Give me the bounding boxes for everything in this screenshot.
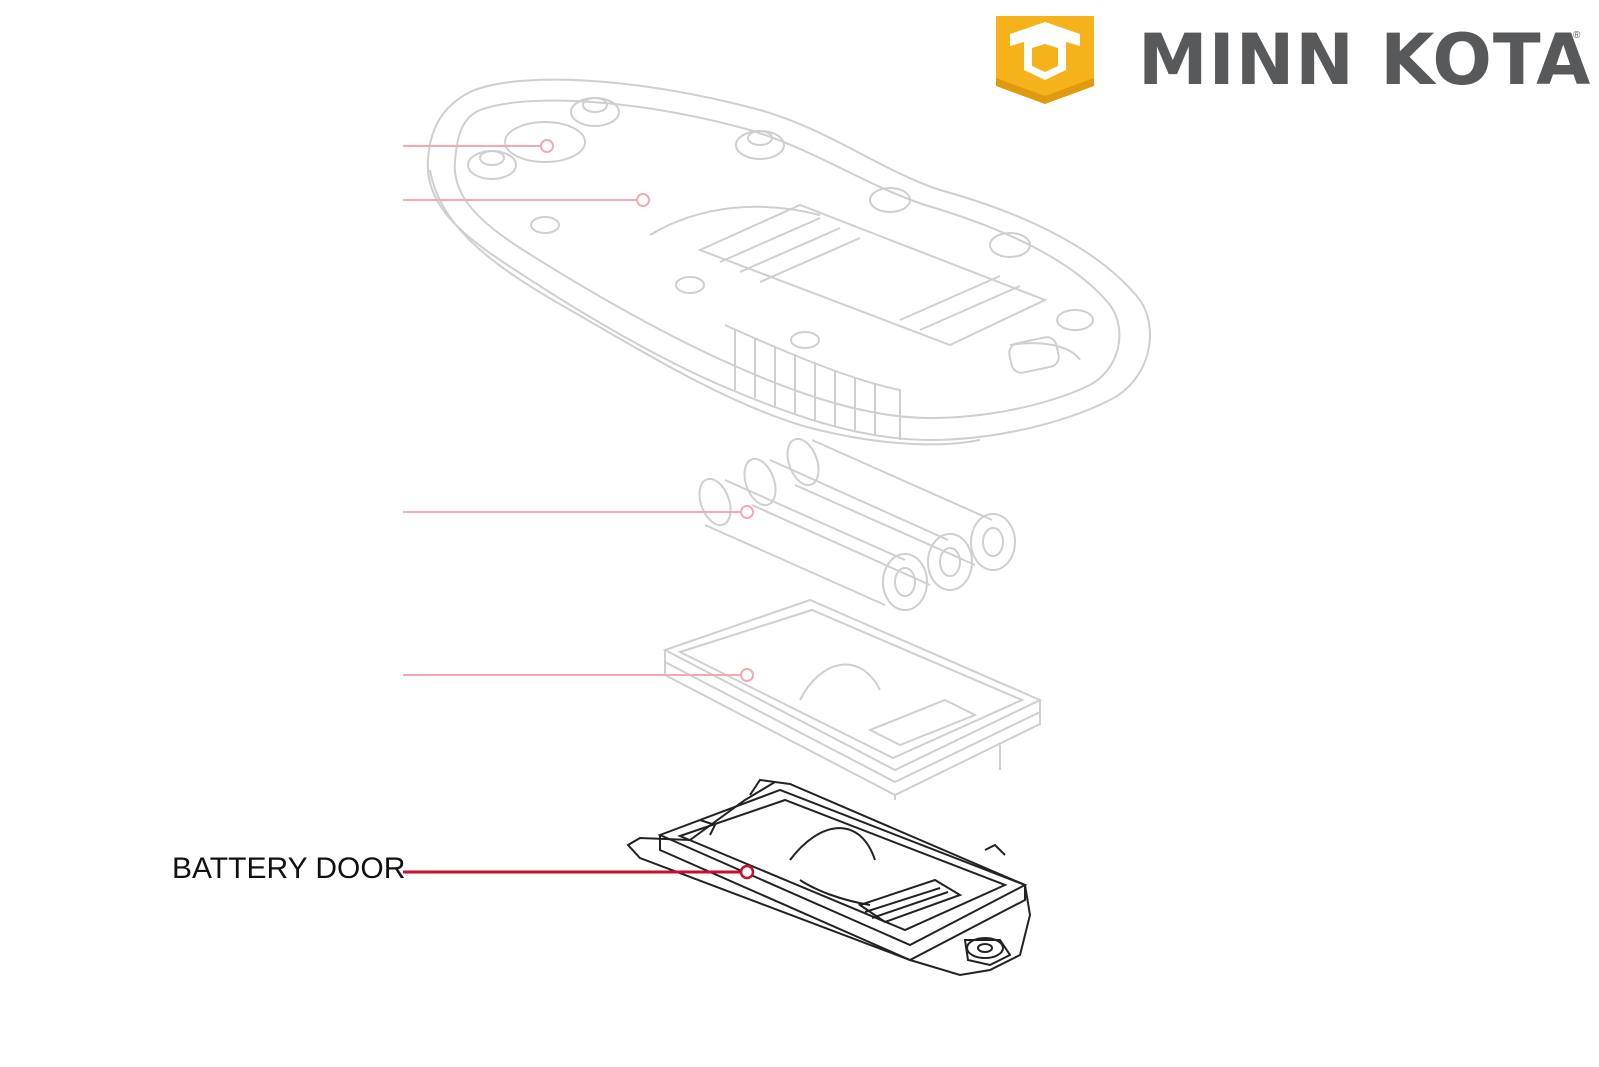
- callout-4: [403, 668, 754, 682]
- callout-2: [403, 193, 650, 207]
- gasket-part: [662, 598, 1043, 800]
- callout-5: [403, 864, 755, 880]
- brand-name: MINN KOTA: [1138, 19, 1592, 101]
- battery-door-label: BATTERY DOOR: [172, 852, 406, 885]
- batteries-part: [698, 437, 1016, 611]
- callout-3: [403, 505, 754, 519]
- battery-door-part: [626, 778, 1032, 977]
- registered-mark: ®: [1573, 30, 1581, 41]
- callout-1: [403, 139, 554, 153]
- minn-kota-logo: [996, 16, 1094, 104]
- remote-housing-part: [426, 78, 1151, 446]
- brand-mark-icon: [996, 16, 1094, 104]
